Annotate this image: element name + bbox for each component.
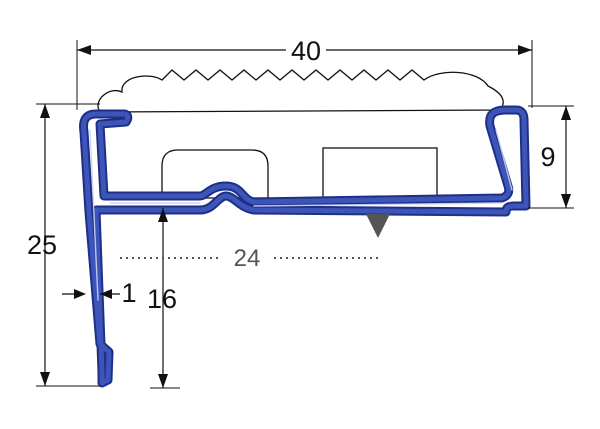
dimension-height-left: 25 — [27, 103, 100, 387]
dimension-label-inner-width: 24 — [234, 245, 261, 272]
tread-insert-outline — [97, 69, 504, 113]
down-triangle-icon — [366, 214, 390, 238]
dimension-thickness: 1 — [62, 278, 137, 308]
dimension-inner-width: 24 — [120, 245, 382, 272]
dimension-label-thickness: 1 — [121, 278, 136, 308]
dimension-height-right: 9 — [528, 105, 574, 209]
dimension-label-width-total: 40 — [291, 36, 321, 66]
dimension-inner-height: 16 — [147, 208, 180, 389]
dimension-label-height-right: 9 — [540, 142, 555, 172]
right-channel — [322, 147, 438, 199]
dimension-width-total: 40 — [76, 36, 533, 110]
dimension-label-height-left: 25 — [27, 230, 57, 260]
aluminium-profile — [79, 105, 531, 388]
left-channel — [161, 149, 269, 199]
dimension-label-inner-height: 16 — [147, 284, 177, 314]
